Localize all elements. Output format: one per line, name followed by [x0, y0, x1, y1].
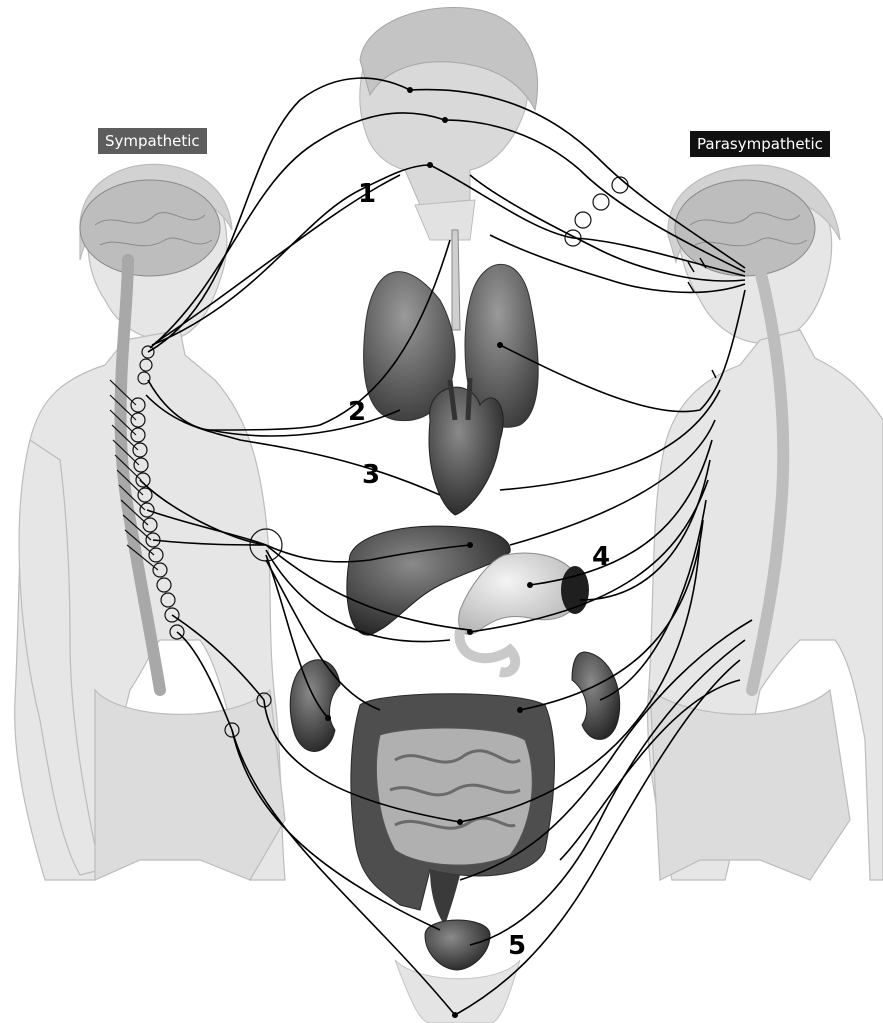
intestines — [351, 694, 555, 925]
marker-3: 3 — [362, 460, 380, 490]
marker-2: 2 — [348, 397, 366, 427]
rectum — [430, 870, 460, 925]
small-intestine — [376, 728, 532, 865]
marker-4: 4 — [592, 542, 610, 572]
parasympathetic-ganglia — [565, 177, 628, 246]
center-head — [360, 7, 538, 240]
right-figure-hips — [650, 690, 850, 880]
right-brain — [675, 180, 815, 276]
marker-5: 5 — [508, 931, 526, 961]
marker-1: 1 — [358, 179, 376, 209]
right-kidney — [572, 652, 620, 739]
duodenum — [460, 630, 516, 672]
left-brain — [80, 180, 220, 276]
trachea — [452, 230, 460, 330]
